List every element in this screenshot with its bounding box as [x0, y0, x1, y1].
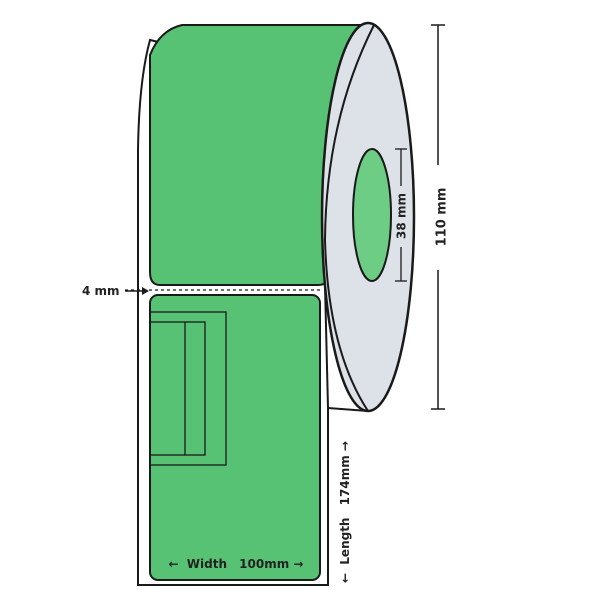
roll-bottom-edge — [327, 407, 369, 412]
width-left-arrow: ← — [169, 557, 179, 571]
length-left-arrow: ← — [338, 573, 352, 583]
width-text: Width — [187, 557, 227, 571]
gap-label: 4 mm — [82, 284, 120, 298]
length-value: 174mm — [338, 455, 352, 505]
height-label: 110 mm — [435, 188, 450, 247]
core-label: 38 mm — [395, 193, 409, 239]
roll-edge — [323, 24, 375, 412]
length-text: Length — [338, 518, 352, 565]
width-value: 100mm — [239, 557, 289, 571]
width-right-arrow: → — [293, 557, 303, 571]
label-inner-rect-middle — [149, 321, 206, 456]
core-hole — [352, 148, 392, 282]
length-label: ← Length 174mm → — [338, 441, 352, 583]
gap-arrow-head — [142, 287, 149, 295]
length-right-arrow: → — [338, 441, 352, 451]
width-label: ← Width 100mm → — [169, 557, 304, 571]
label-flat — [149, 294, 321, 581]
